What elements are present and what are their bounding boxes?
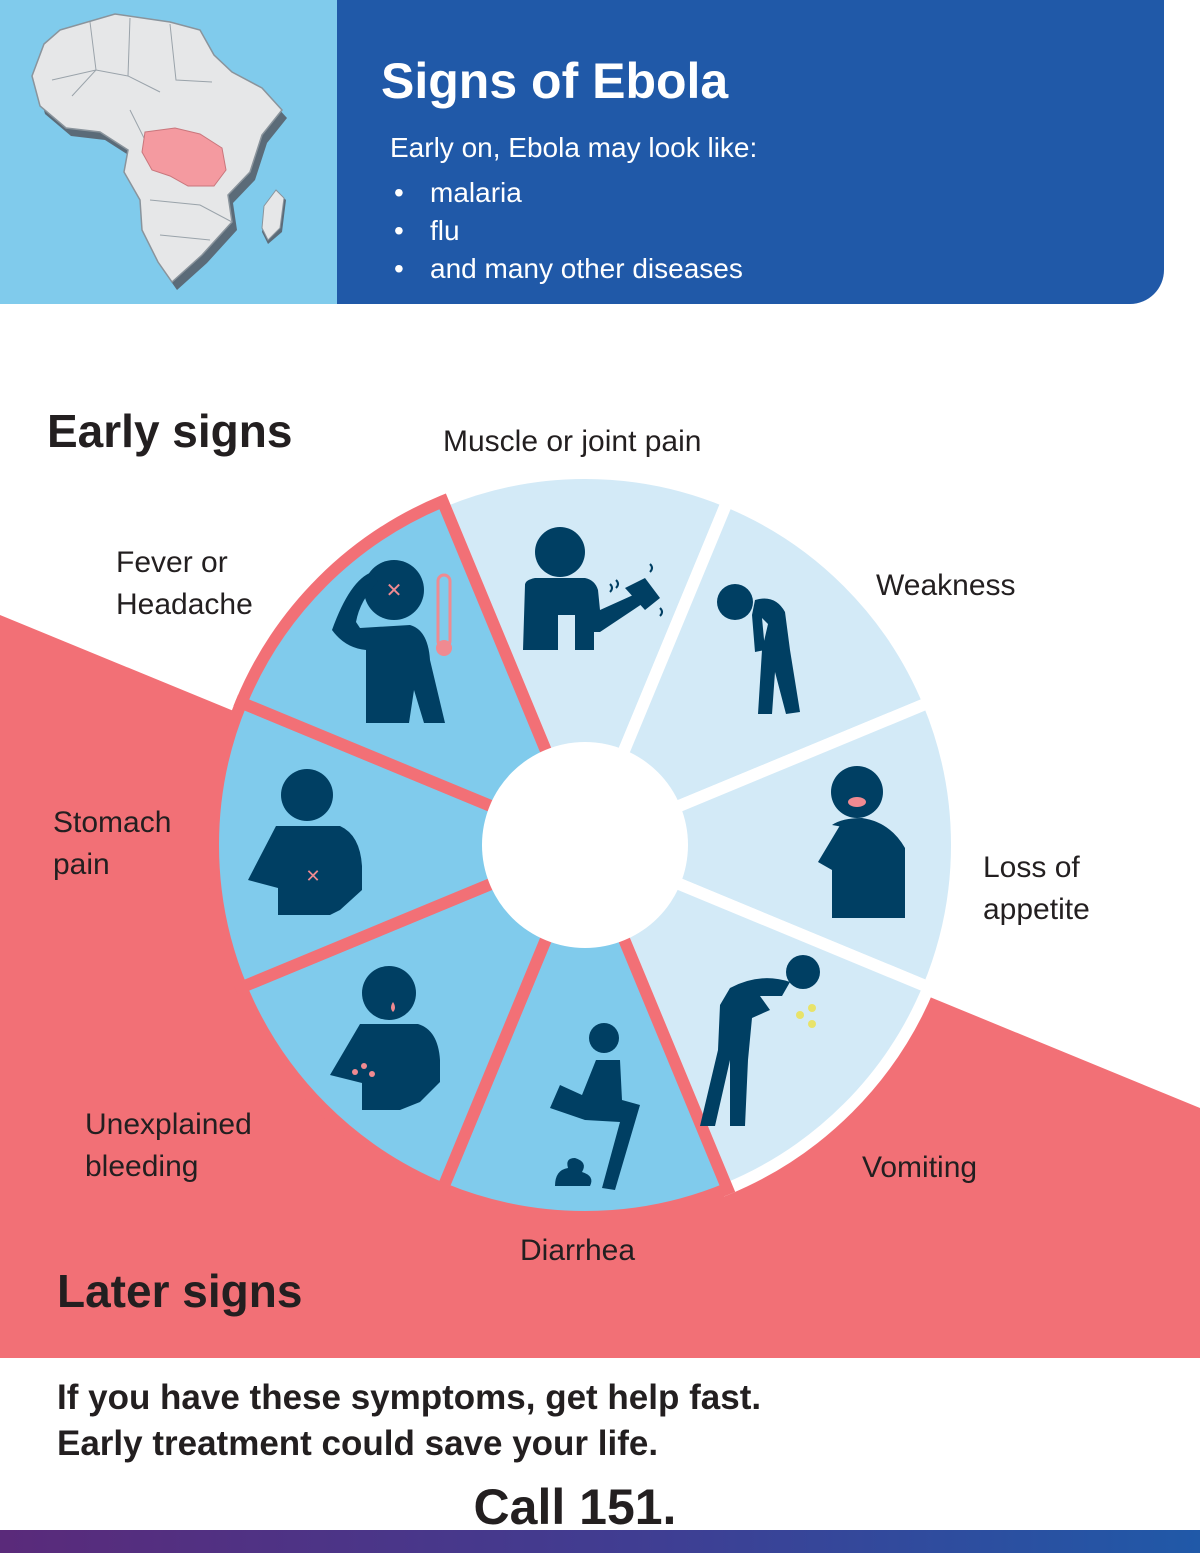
label-loss-of-appetite: Loss of appetite [983, 851, 1090, 926]
page-title: Signs of Ebola [381, 53, 729, 109]
bleeding-icon [330, 966, 440, 1110]
label-diarrhea: Diarrhea [520, 1234, 636, 1267]
early-sign-segment [600, 860, 937, 1197]
label-muscle-joint-pain: Muscle or joint pain [443, 425, 702, 458]
footer-gradient-bar [0, 1530, 1200, 1553]
diarrhea-icon [550, 1023, 640, 1190]
svg-text:✕: ✕ [305, 866, 320, 886]
header-intro: Early on, Ebola may look like: [390, 132, 758, 163]
list-item: malaria [394, 174, 743, 212]
label-unexplained-bleeding: Unexplained bleeding [85, 1108, 252, 1183]
label-vomiting: Vomiting [862, 1151, 978, 1184]
early-signs-heading: Early signs [47, 405, 293, 457]
label-weakness: Weakness [876, 569, 1016, 602]
label-stomach-pain: Stomach pain [53, 806, 172, 881]
svg-text:✕: ✕ [386, 580, 403, 602]
footer-message: If you have these symptoms, get help fas… [57, 1378, 762, 1463]
wheel-hub [482, 742, 688, 948]
call-number: Call 151. [473, 1479, 677, 1535]
map-panel [0, 0, 337, 304]
symptom-wheel: ✕ [207, 473, 957, 1223]
stomach-pain-icon: ✕ [248, 769, 362, 915]
list-item: flu [394, 212, 743, 250]
muscle-joint-pain-icon [523, 527, 663, 650]
weakness-icon [717, 584, 800, 714]
loss-of-appetite-icon [818, 766, 905, 918]
label-fever-headache: Fever or Headache [116, 546, 253, 621]
similar-diseases-list: malaria flu and many other diseases [394, 174, 743, 288]
later-sign-segment [434, 894, 736, 1223]
later-signs-heading: Later signs [57, 1265, 303, 1317]
africa-map-icon [31, 13, 287, 290]
list-item: and many other diseases [394, 250, 743, 288]
fever-headache-icon: ✕ [332, 560, 452, 723]
vomiting-icon [700, 955, 820, 1126]
